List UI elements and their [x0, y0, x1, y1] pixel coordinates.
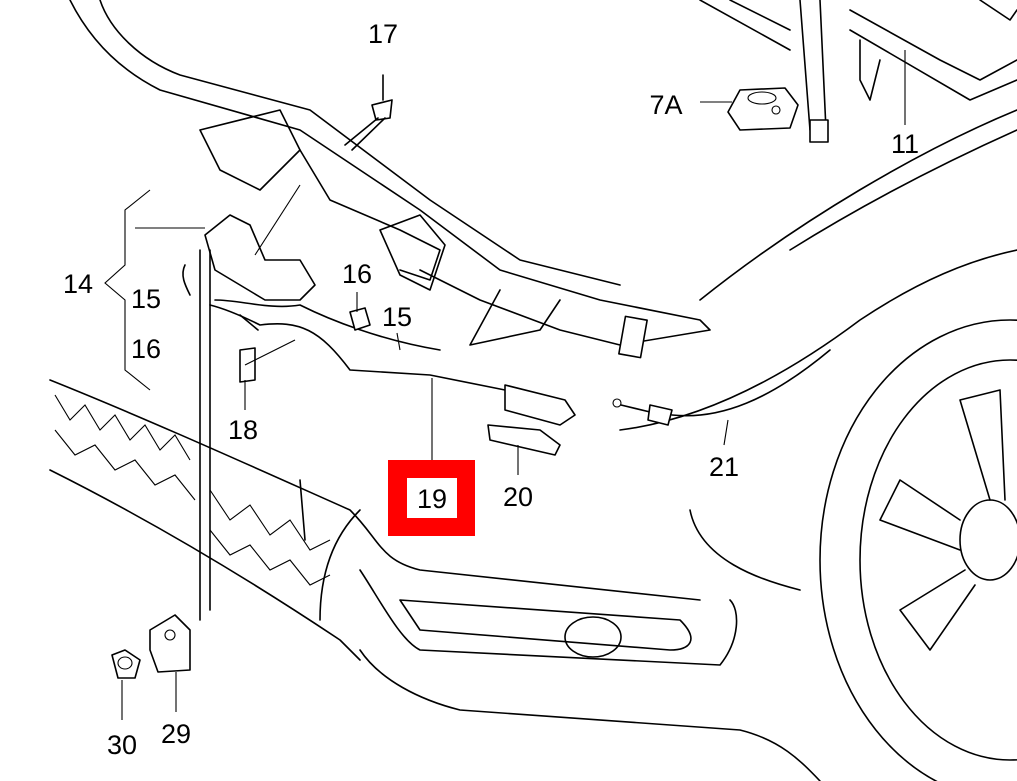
label-11[interactable]: 11: [891, 129, 919, 159]
label-16-clip[interactable]: 16: [342, 259, 372, 289]
part-16-clip: [349, 307, 371, 331]
car-body: [49, 109, 1017, 781]
label-15-cable[interactable]: 15: [382, 302, 412, 332]
wheel: [819, 319, 1017, 781]
part-17-bolt: [344, 74, 393, 151]
label-14[interactable]: 14: [63, 269, 93, 299]
part-20-bracket: [487, 424, 561, 456]
label-20[interactable]: 20: [503, 482, 533, 512]
label-7a[interactable]: 7A: [649, 90, 682, 120]
part-7a-cap: [727, 87, 799, 131]
label-17[interactable]: 17: [368, 19, 398, 49]
release-cable: [209, 299, 576, 426]
label-21[interactable]: 21: [709, 452, 739, 482]
label-15-left[interactable]: 15: [131, 284, 161, 314]
label-16-left[interactable]: 16: [131, 334, 161, 364]
leader-lines: [104, 50, 906, 720]
part-30-nut: [111, 649, 141, 679]
cross-member: [69, 0, 711, 359]
part-29-bracket: [149, 614, 191, 673]
label-18[interactable]: 18: [228, 415, 258, 445]
part-14-latch: [182, 214, 316, 621]
part-18-bracket: [239, 347, 256, 383]
highlight-inner-box-19: [407, 478, 457, 518]
label-29[interactable]: 29: [161, 719, 191, 749]
upper-frame: [699, 0, 1017, 143]
label-30[interactable]: 30: [107, 730, 137, 760]
part-21-cable: [612, 349, 831, 426]
label-19[interactable]: 19: [417, 484, 447, 514]
